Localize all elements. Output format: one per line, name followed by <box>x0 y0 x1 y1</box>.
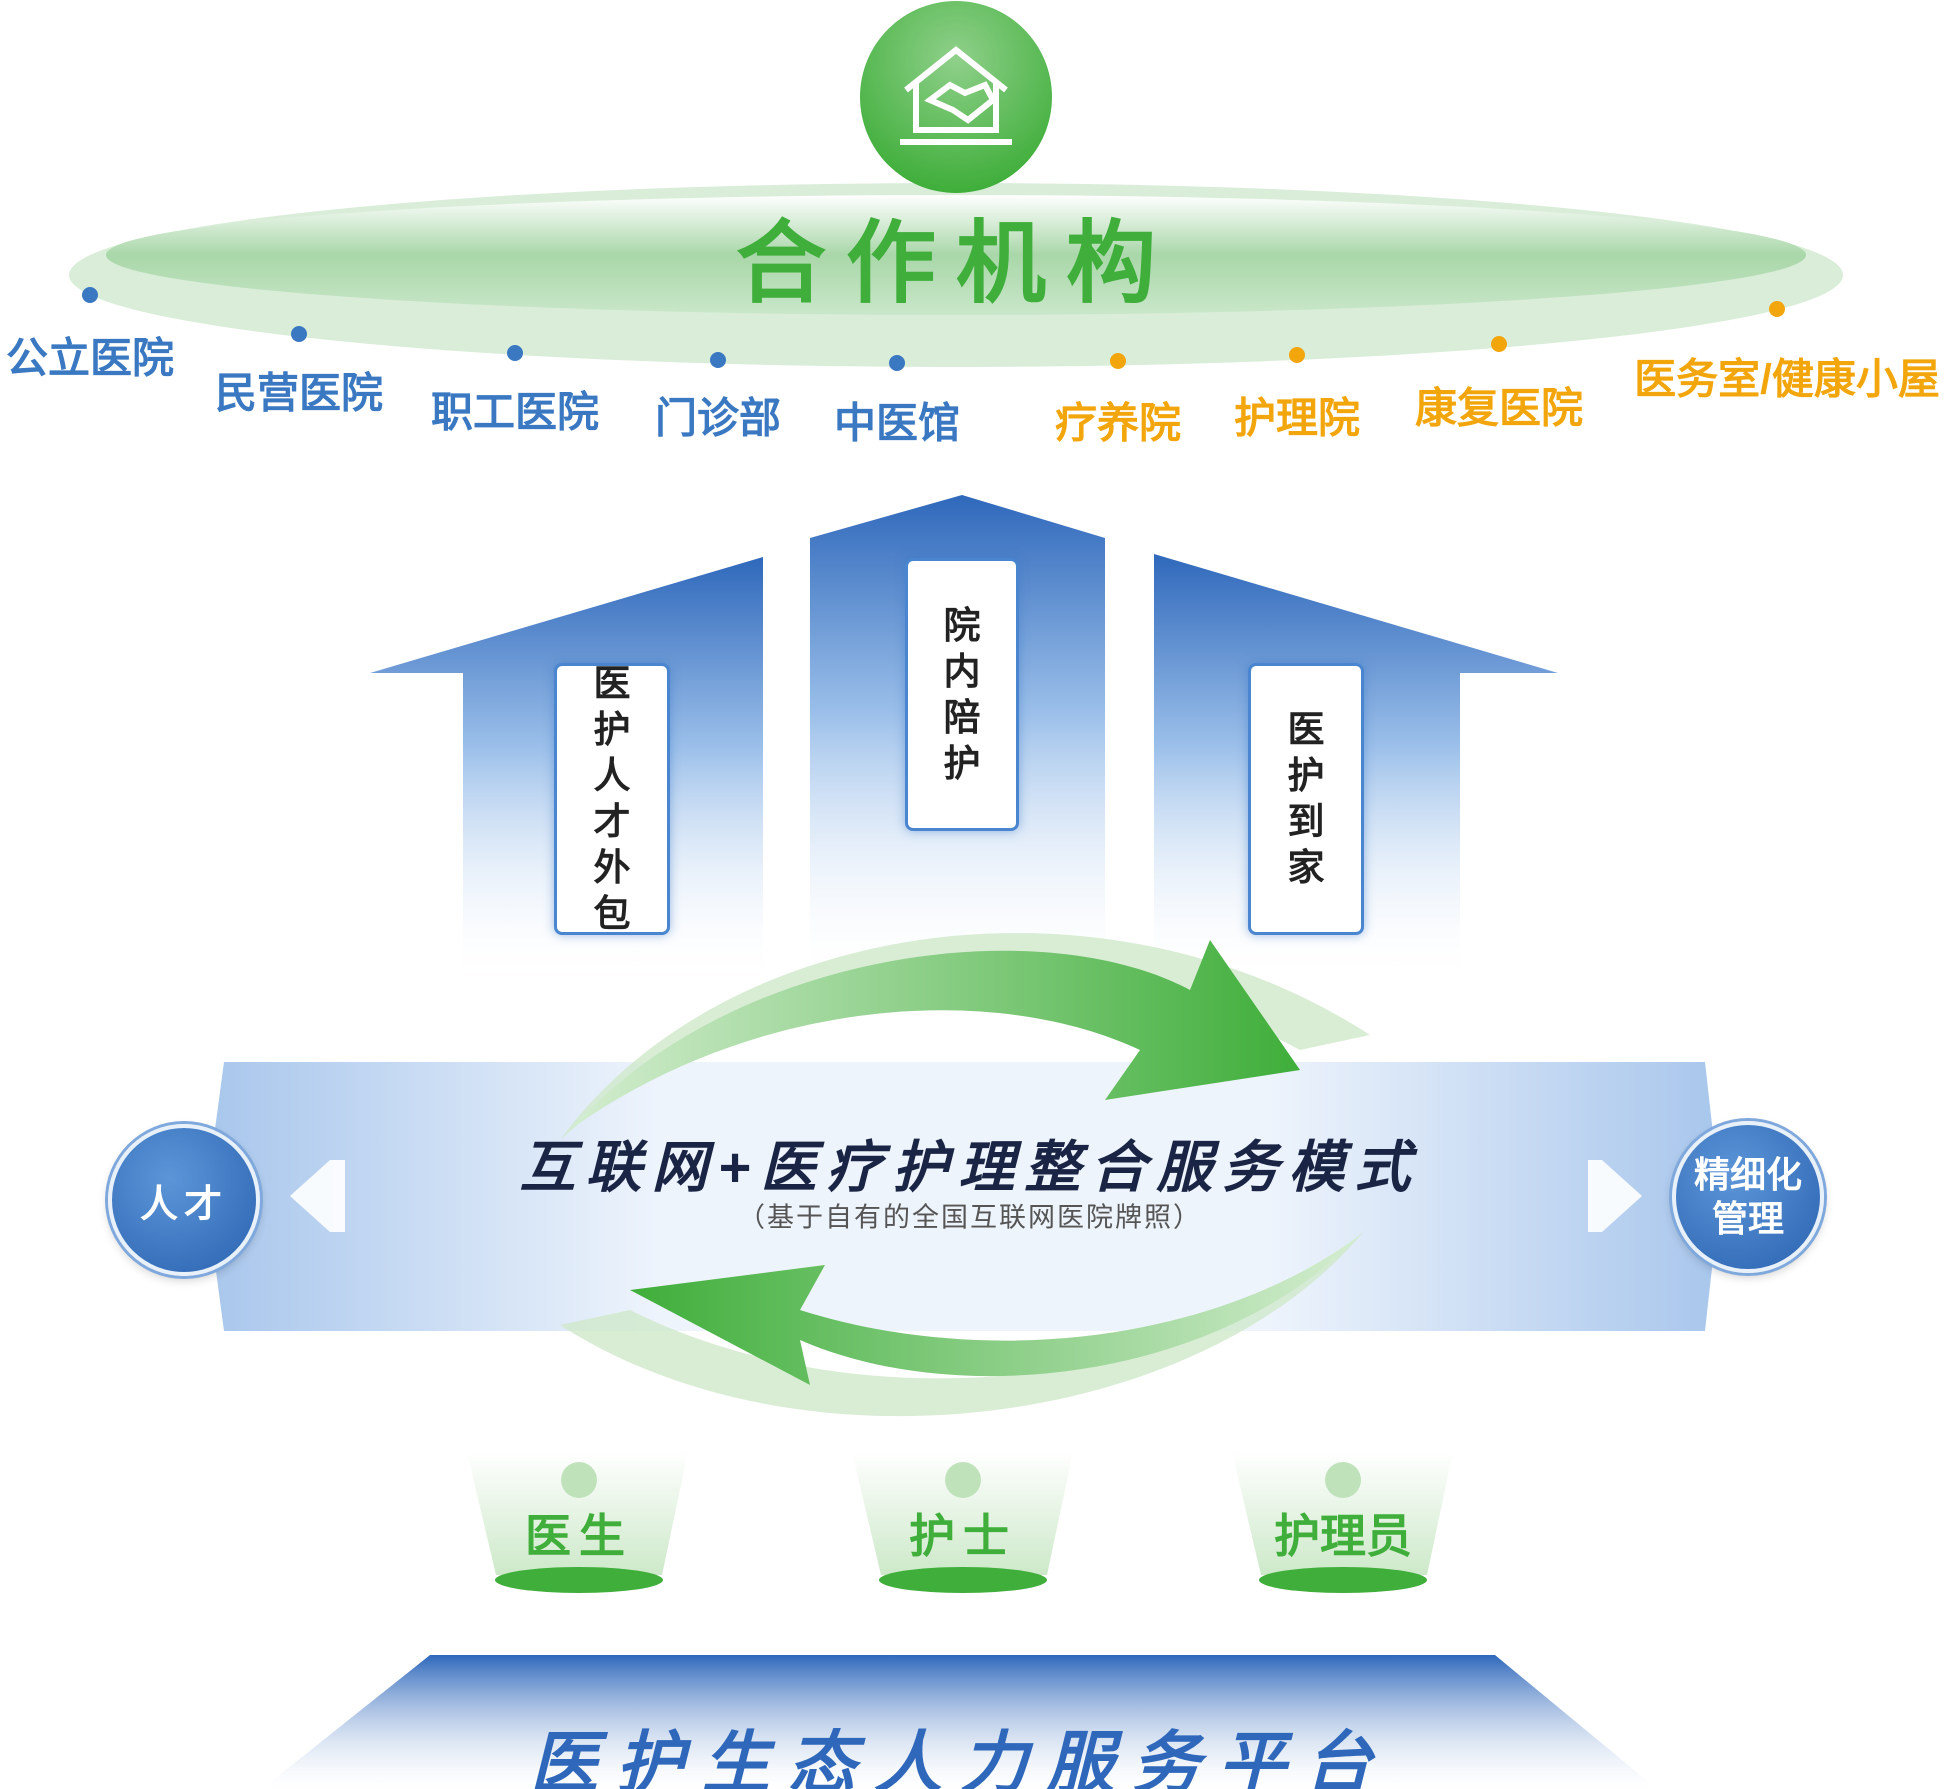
institution-label[interactable]: 护理院 <box>1233 394 1361 442</box>
institutions-ellipse <box>106 195 1806 315</box>
institution-label[interactable]: 康复医院 <box>1414 384 1584 432</box>
caregiver-icon <box>1325 1462 1361 1498</box>
platform-base <box>262 1655 1657 1789</box>
institution-label[interactable]: 医务室/健康小屋 <box>1634 355 1940 403</box>
institution-label[interactable]: 疗养院 <box>1054 399 1182 447</box>
institution-dots <box>82 287 1785 371</box>
handshake-house-icon <box>900 46 1012 145</box>
management-circle[interactable]: 精细化管理 <box>1672 1121 1824 1273</box>
service-label: 医护人才外包 <box>593 663 631 934</box>
institution-label[interactable]: 门诊部 <box>654 394 782 442</box>
management-label: 精细化管理 <box>1693 1154 1802 1239</box>
model-band <box>206 1062 1720 1331</box>
institution-label[interactable]: 民营医院 <box>214 369 384 417</box>
role-nurse[interactable]: 护士 <box>909 1510 1017 1562</box>
role-spotlights <box>467 1452 1453 1593</box>
header-title: 合作机构 <box>736 214 1176 314</box>
cycle-arrow-top <box>570 940 1300 1130</box>
cycle-arrow-bottom-shadow <box>560 1230 1365 1417</box>
doctor-icon <box>561 1462 597 1498</box>
platform-title: 医护生态人力服务平台 <box>529 1725 1391 1789</box>
cycle-arrow-bottom <box>630 1235 1360 1385</box>
role-caregiver[interactable]: 护理员 <box>1274 1510 1412 1562</box>
service-box-home[interactable]: 医护到家 <box>1248 663 1364 935</box>
service-box-inhospital[interactable]: 院内陪护 <box>905 558 1019 831</box>
chevron-right-icon <box>1588 1160 1642 1232</box>
chevron-left-icon <box>290 1160 345 1232</box>
model-subtitle: （基于自有的全国互联网医院牌照） <box>738 1202 1202 1233</box>
talent-label: 人才 <box>139 1183 228 1226</box>
header-circle <box>860 1 1052 193</box>
role-doctor[interactable]: 医生 <box>525 1510 633 1562</box>
service-label: 医护到家 <box>1287 709 1325 888</box>
service-label: 院内陪护 <box>943 604 981 784</box>
institution-label[interactable]: 中医馆 <box>833 399 961 447</box>
nurse-icon <box>945 1462 981 1498</box>
talent-circle[interactable]: 人才 <box>108 1124 260 1276</box>
institution-label[interactable]: 职工医院 <box>430 388 600 436</box>
service-box-outsourcing[interactable]: 医护人才外包 <box>554 663 670 935</box>
institution-label[interactable]: 公立医院 <box>5 334 175 382</box>
model-title: 互联网+医疗护理整合服务模式 <box>519 1135 1421 1199</box>
